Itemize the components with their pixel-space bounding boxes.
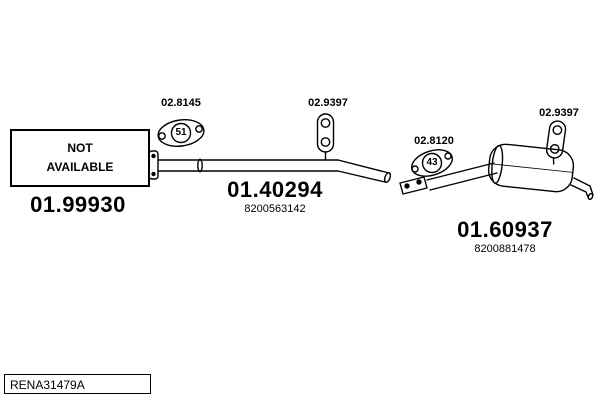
part-number-left: 01.99930	[30, 192, 126, 217]
front-gasket-size: 51	[175, 127, 187, 138]
drawing-code-box: RENA31479A	[4, 374, 151, 394]
middle-hanger-icon	[316, 113, 335, 161]
not-available-box: NOT AVAILABLE	[10, 129, 150, 187]
oem-ref-right: 8200881478	[474, 243, 536, 255]
tailpipe-icon	[570, 177, 594, 201]
front-gasket-icon	[157, 119, 205, 147]
label-middle-hanger: 02.9397	[308, 97, 348, 109]
drawing-code: RENA31479A	[10, 378, 85, 392]
not-available-line1: NOT	[67, 140, 93, 155]
part-number-right: 01.60937	[457, 217, 553, 242]
rear-gasket-icon	[410, 149, 454, 177]
rear-hanger-icon	[545, 120, 567, 165]
label-rear-gasket: 02.8120	[414, 135, 454, 147]
part-number-middle: 01.40294	[227, 177, 323, 202]
label-front-gasket: 02.8145	[161, 97, 201, 109]
rear-silencer-icon	[487, 143, 575, 193]
front-flange-icon	[148, 150, 159, 180]
not-available-line2: AVAILABLE	[46, 160, 114, 174]
label-rear-hanger: 02.9397	[539, 107, 579, 119]
oem-ref-middle: 8200563142	[244, 203, 306, 215]
middle-pipe-icon	[157, 158, 392, 183]
rear-flange-icon	[399, 162, 498, 195]
rear-gasket-size: 43	[426, 157, 438, 168]
